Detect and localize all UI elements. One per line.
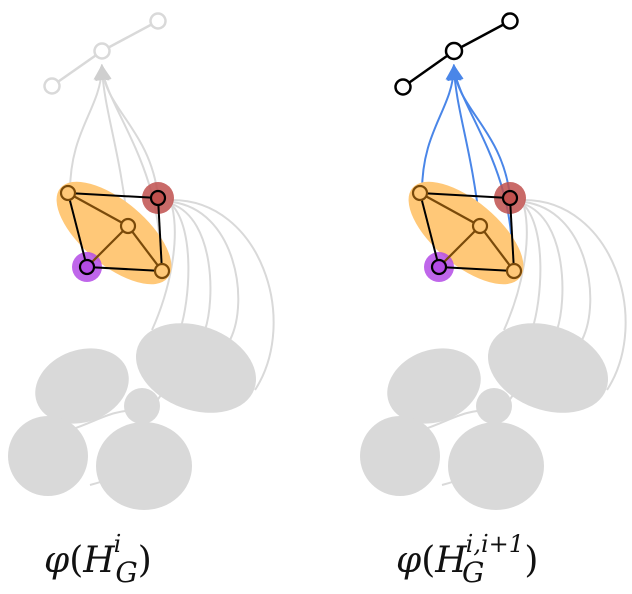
blob-large-right: [487, 323, 609, 413]
cluster-node-2: [471, 217, 489, 235]
top-path-left: [43, 12, 167, 95]
background-graph-left: [8, 323, 257, 510]
purple-node: [430, 258, 448, 276]
blob-mid-left: [387, 348, 481, 424]
cluster-hull: [408, 181, 524, 285]
cluster-node-1: [59, 184, 77, 202]
cluster-node-2: [119, 217, 137, 235]
red-node: [149, 189, 167, 207]
cluster-node-3: [153, 262, 171, 280]
cluster-right: [408, 181, 526, 285]
blob-bottom-mid: [448, 422, 544, 510]
edges-to-blobs-left: [151, 199, 275, 391]
purple-node: [78, 258, 96, 276]
top-node-c: [149, 12, 167, 30]
cluster-left: [56, 181, 174, 285]
top-node-a: [394, 78, 412, 96]
red-node: [501, 189, 519, 207]
blob-small: [124, 388, 160, 424]
top-node-c: [501, 12, 519, 30]
blob-bottom-left: [360, 416, 440, 496]
blob-small: [476, 388, 512, 424]
top-node-b: [444, 41, 464, 61]
top-node-b: [93, 42, 111, 60]
blob-mid-left: [35, 348, 129, 424]
cluster-hull: [56, 181, 172, 285]
top-node-a: [43, 77, 61, 95]
top-path-right: [394, 12, 519, 96]
blob-bottom-left: [8, 416, 88, 496]
cluster-node-3: [505, 262, 523, 280]
background-graph-right: [360, 323, 609, 510]
blob-bottom-mid: [96, 422, 192, 510]
cluster-node-1: [411, 184, 429, 202]
blob-large-right: [135, 323, 257, 413]
edges-to-blobs-right: [503, 199, 627, 391]
